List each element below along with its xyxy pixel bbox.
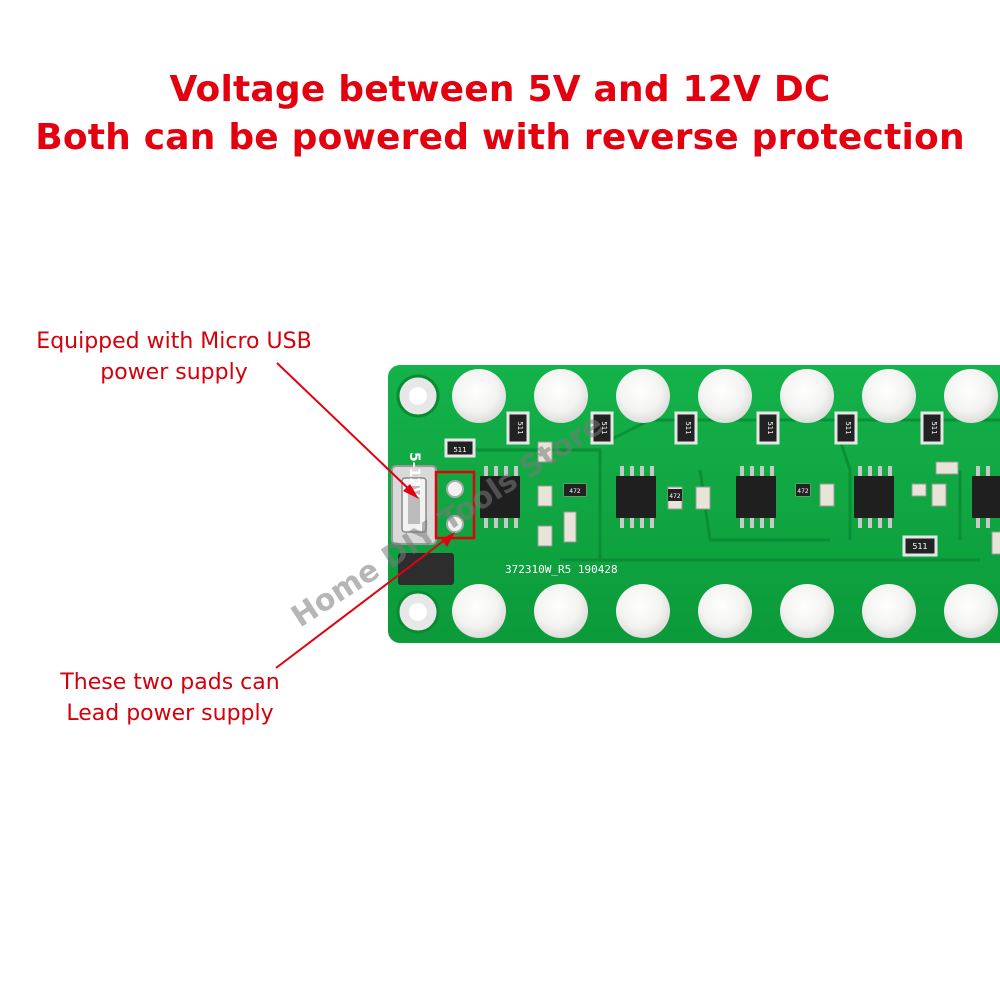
led [534, 584, 588, 638]
svg-text:511: 511 [600, 421, 608, 434]
svg-text:511: 511 [844, 421, 852, 434]
headline-reverse-protection: Both can be powered with reverse protect… [35, 117, 965, 158]
micro-usb-connector [391, 465, 437, 545]
resistor: 511 [920, 411, 944, 445]
led [452, 369, 506, 423]
led [944, 584, 998, 638]
callout-micro-usb: Equipped with Micro USB power supply [14, 326, 334, 388]
resistor: 511 [756, 411, 780, 445]
callout-micro-usb-line2: power supply [100, 360, 248, 385]
led [862, 584, 916, 638]
power-component [398, 553, 454, 585]
svg-text:511: 511 [516, 421, 524, 434]
svg-text:511: 511 [766, 421, 774, 434]
callout-power-pads-line1: These two pads can [60, 670, 280, 695]
svg-text:511: 511 [930, 421, 938, 434]
ic-chip [854, 466, 894, 528]
arrow-pads [275, 532, 455, 669]
led [698, 369, 752, 423]
callout-power-pads-line2: Lead power supply [66, 701, 274, 726]
ic-chip [616, 466, 656, 528]
svg-text:511: 511 [912, 542, 927, 551]
led-row-bottom [452, 584, 998, 638]
callout-micro-usb-line1: Equipped with Micro USB [36, 329, 312, 354]
ic-chip [736, 466, 776, 528]
resistor: 511 [590, 411, 614, 445]
mounting-hole-bottom [396, 590, 440, 634]
arrow-usb [276, 362, 419, 499]
resistor: 511 [674, 411, 698, 445]
headline-voltage-range: Voltage between 5V and 12V DC [169, 69, 831, 110]
led [944, 369, 998, 423]
led [452, 584, 506, 638]
resistor: 511 [444, 438, 476, 458]
pads-highlight-box [434, 470, 476, 540]
svg-text:472: 472 [569, 488, 581, 495]
led [616, 369, 670, 423]
small-resistor: 472 [668, 489, 682, 501]
led-row-top [452, 369, 998, 423]
ic-chip [480, 466, 520, 528]
resistor: 511 [834, 411, 858, 445]
led [862, 369, 916, 423]
led [534, 369, 588, 423]
resistor: 511 [506, 411, 530, 445]
svg-text:511: 511 [684, 421, 692, 434]
led [780, 369, 834, 423]
small-resistor: 472 [564, 484, 586, 496]
svg-text:472: 472 [669, 493, 681, 500]
board-code-silkscreen: 372310W_R5 190428 [505, 563, 618, 576]
led [698, 584, 752, 638]
callout-power-pads: These two pads can Lead power supply [30, 667, 310, 729]
svg-text:511: 511 [453, 446, 466, 454]
led [616, 584, 670, 638]
mounting-hole-top [396, 374, 440, 418]
resistor: 511 [902, 535, 938, 557]
svg-text:472: 472 [797, 488, 809, 495]
led [780, 584, 834, 638]
ic-chip [972, 466, 1000, 528]
small-resistor: 472 [796, 484, 810, 496]
